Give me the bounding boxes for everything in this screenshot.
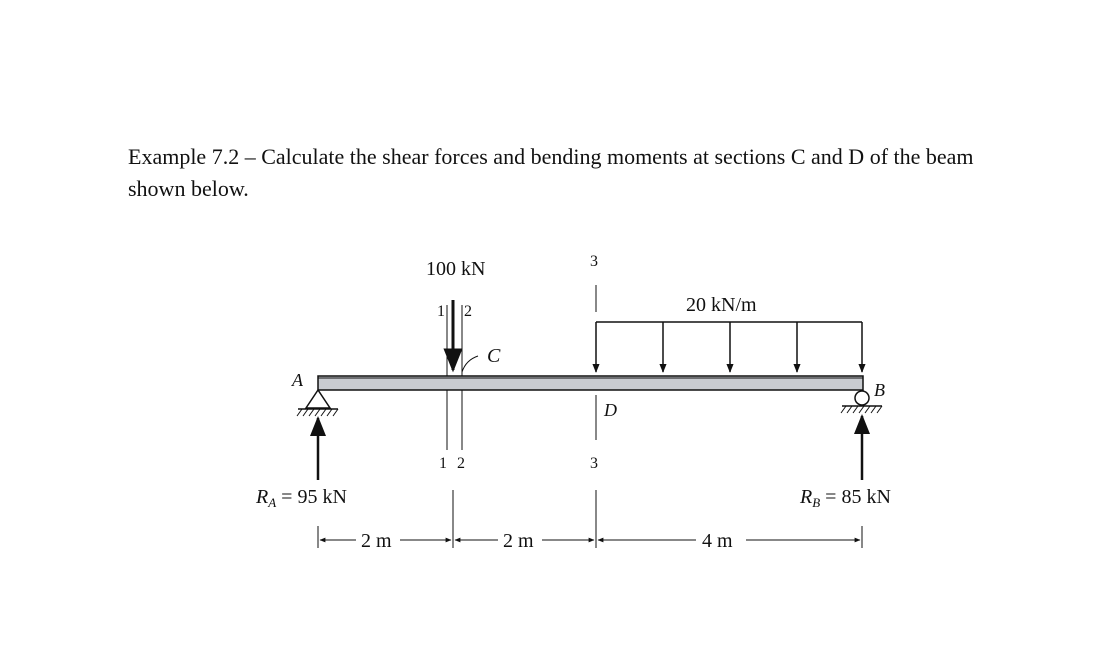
point-c-label: C	[487, 345, 501, 367]
problem-statement: Example 7.2 – Calculate the shear forces…	[128, 141, 1028, 205]
dim-1-label: 2 m	[361, 530, 392, 552]
distributed-load-label: 20 kN/m	[686, 294, 757, 316]
dim-3-label: 4 m	[702, 530, 733, 552]
section-2-bottom-label: 2	[457, 455, 465, 472]
dim-2-label: 2 m	[503, 530, 534, 552]
section-3-bottom-label: 3	[590, 455, 598, 472]
point-c-leader	[461, 355, 479, 373]
support-b-label: B	[874, 380, 885, 400]
section-1-bottom-label: 1	[439, 455, 447, 472]
point-d-label: D	[603, 400, 617, 420]
support-a	[296, 388, 339, 417]
distributed-load	[592, 321, 866, 373]
example-heading: Example 7.2	[128, 144, 240, 169]
beam	[317, 375, 864, 391]
section-2-top-label: 2	[464, 303, 472, 320]
support-b	[840, 390, 883, 414]
section-1-top-label: 1	[437, 303, 445, 320]
section-3-top-label: 3	[590, 253, 598, 270]
heading-dash: –	[239, 144, 262, 169]
reaction-a-label: RA = 95 kN	[255, 486, 347, 510]
problem-text: Calculate the shear forces and bending m…	[128, 144, 974, 201]
point-load-label: 100 kN	[426, 258, 485, 280]
support-a-label: A	[291, 370, 304, 390]
dimension-line	[317, 490, 863, 548]
reaction-b-label: RB = 85 kN	[799, 486, 891, 510]
